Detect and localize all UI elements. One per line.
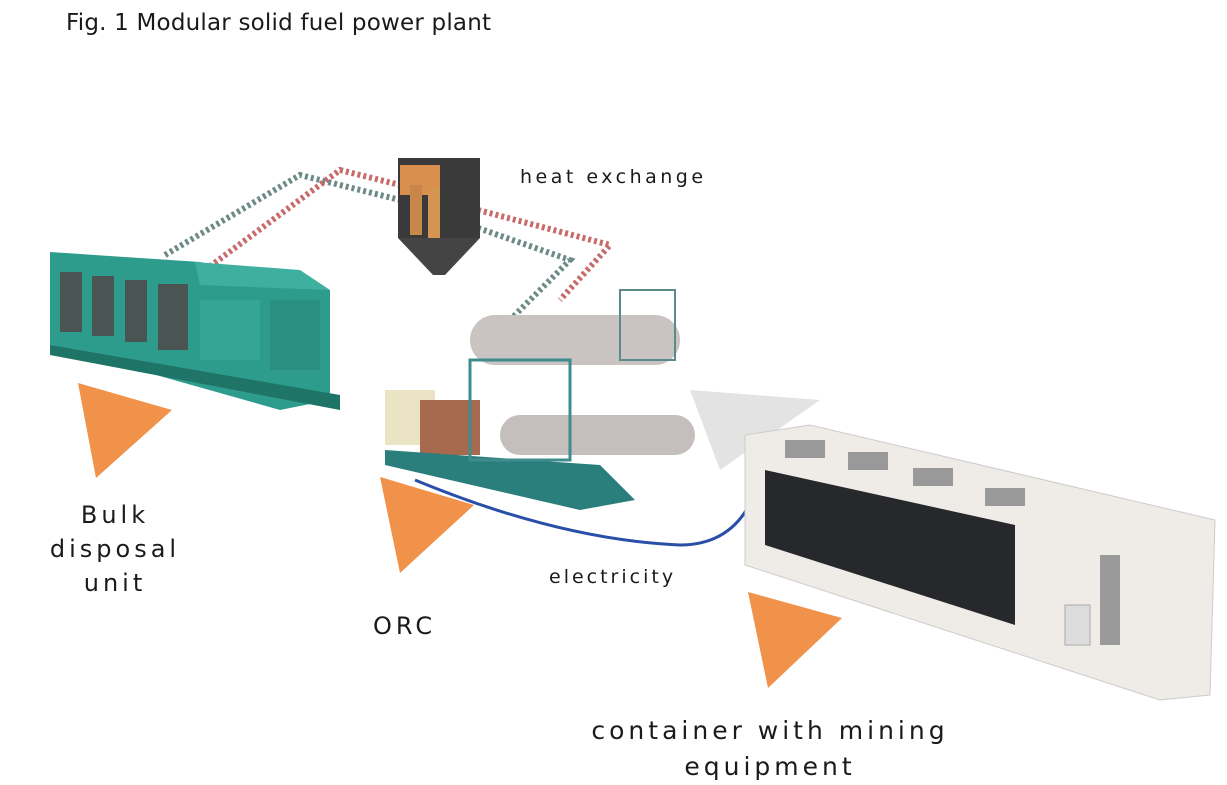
label-bulk-disposal-unit: Bulk disposal unit (40, 498, 190, 600)
label-line: container with mining (591, 716, 949, 745)
label-container: container with mining equipment (585, 713, 955, 785)
marker-triangle-bulk (78, 383, 172, 478)
hot-pipe (203, 166, 401, 273)
pipes (163, 166, 616, 323)
mining-container-icon (744, 424, 1216, 701)
label-orc: ORC (373, 612, 437, 640)
electricity-cable (414, 469, 764, 547)
figure-title: Fig. 1 Modular solid fuel power plant (66, 10, 492, 36)
label-line: equipment (684, 752, 856, 781)
orc-unit-icon (385, 289, 820, 510)
hot-pipe-2 (477, 207, 616, 303)
bulk-disposal-unit-icon (50, 252, 340, 410)
label-line: Bulk (80, 501, 150, 529)
heat-exchanger-icon (398, 158, 480, 275)
cold-pipe-2 (477, 225, 576, 323)
cold-pipe (163, 171, 401, 258)
label-electricity: electricity (549, 566, 677, 588)
marker-triangle-orc (380, 477, 474, 573)
label-heat-exchange: heat exchange (520, 166, 707, 188)
diagram-illustration (50, 158, 1216, 701)
marker-triangle-container (748, 592, 842, 688)
label-line: disposal (49, 535, 181, 563)
label-line: unit (83, 569, 147, 597)
